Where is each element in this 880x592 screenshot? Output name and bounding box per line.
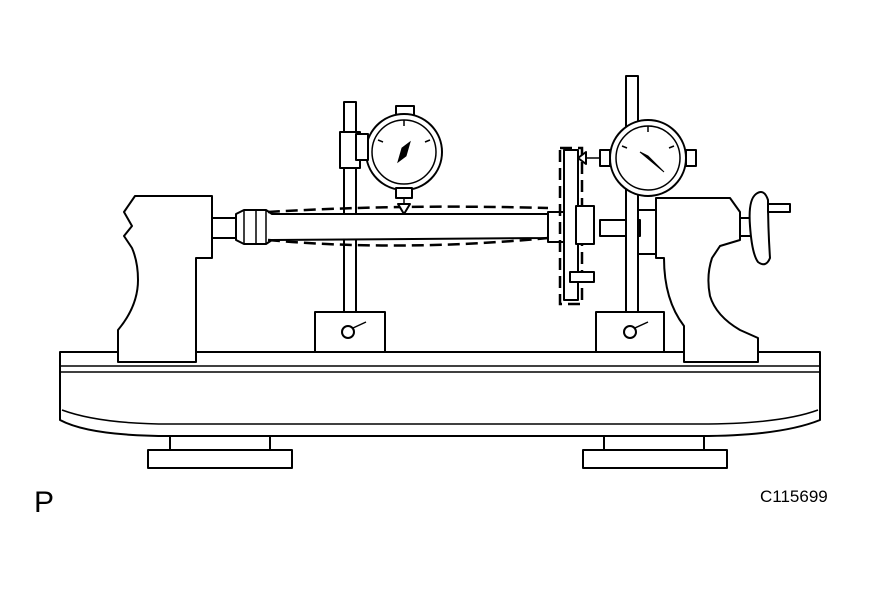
bench-bed — [59, 351, 821, 437]
flange — [558, 146, 595, 306]
figure-code: C115699 — [760, 487, 828, 506]
drive-shaft — [235, 209, 571, 245]
right-dial-gauge — [577, 119, 697, 197]
base-feet — [147, 433, 728, 469]
left-headstock — [117, 195, 237, 363]
view-label: P — [34, 486, 55, 519]
left-dial-gauge — [355, 105, 443, 215]
right-tailstock — [599, 191, 791, 363]
